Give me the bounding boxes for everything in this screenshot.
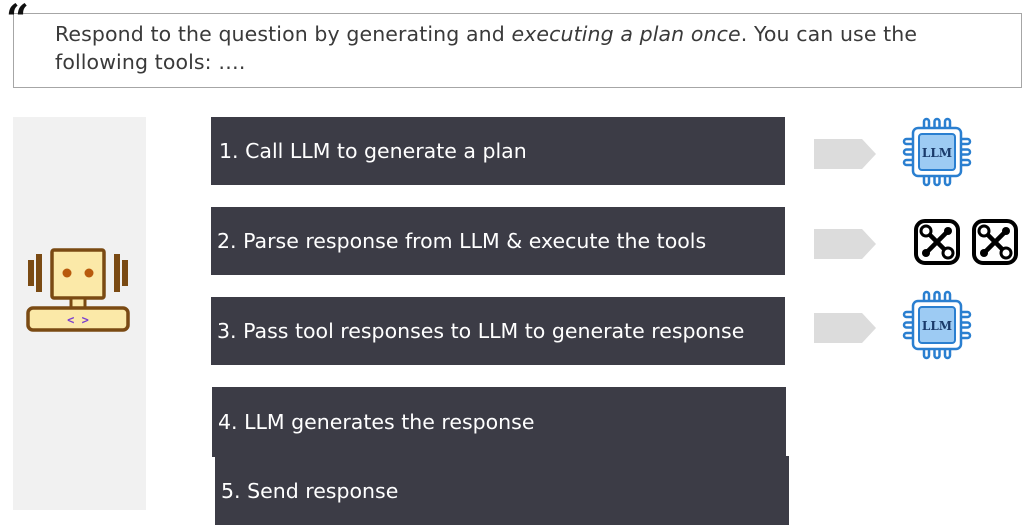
step-2-label: 2. Parse response from LLM & execute the… xyxy=(217,229,707,253)
llm-chip-icon: LLM xyxy=(902,290,972,360)
quote-icon: “ xyxy=(6,0,30,43)
prompt-text-part2: . You can use the following tools: …. xyxy=(55,22,918,74)
step-2: 2. Parse response from LLM & execute the… xyxy=(211,207,785,275)
prompt-text-part1: Respond to the question by generating an… xyxy=(55,22,512,46)
tool-wrench-icon xyxy=(914,219,960,265)
step-5: 5. Send response xyxy=(215,456,789,525)
step-1: 1. Call LLM to generate a plan xyxy=(211,117,785,185)
prompt-text-emphasis: executing a plan once xyxy=(511,22,741,46)
prompt-text: Respond to the question by generating an… xyxy=(55,20,1005,76)
robot-agent-icon: < > xyxy=(26,248,130,332)
llm-chip-label: LLM xyxy=(922,319,952,333)
agent-code-glyph: < > xyxy=(67,313,89,327)
arrow-right-icon xyxy=(814,229,876,259)
step-4: 4. LLM generates the response xyxy=(212,387,786,457)
prompt-box xyxy=(13,13,1022,88)
llm-chip-label: LLM xyxy=(922,146,952,160)
step-5-label: 5. Send response xyxy=(221,478,399,503)
arrow-right-icon xyxy=(814,139,876,169)
llm-chip-icon: LLM xyxy=(902,117,972,187)
step-3: 3. Pass tool responses to LLM to generat… xyxy=(211,297,785,365)
step-3-label: 3. Pass tool responses to LLM to generat… xyxy=(217,319,745,343)
step-1-label: 1. Call LLM to generate a plan xyxy=(219,139,527,163)
step-4-label: 4. LLM generates the response xyxy=(218,410,535,434)
arrow-right-icon xyxy=(814,313,876,343)
tool-wrench-icon xyxy=(972,219,1018,265)
